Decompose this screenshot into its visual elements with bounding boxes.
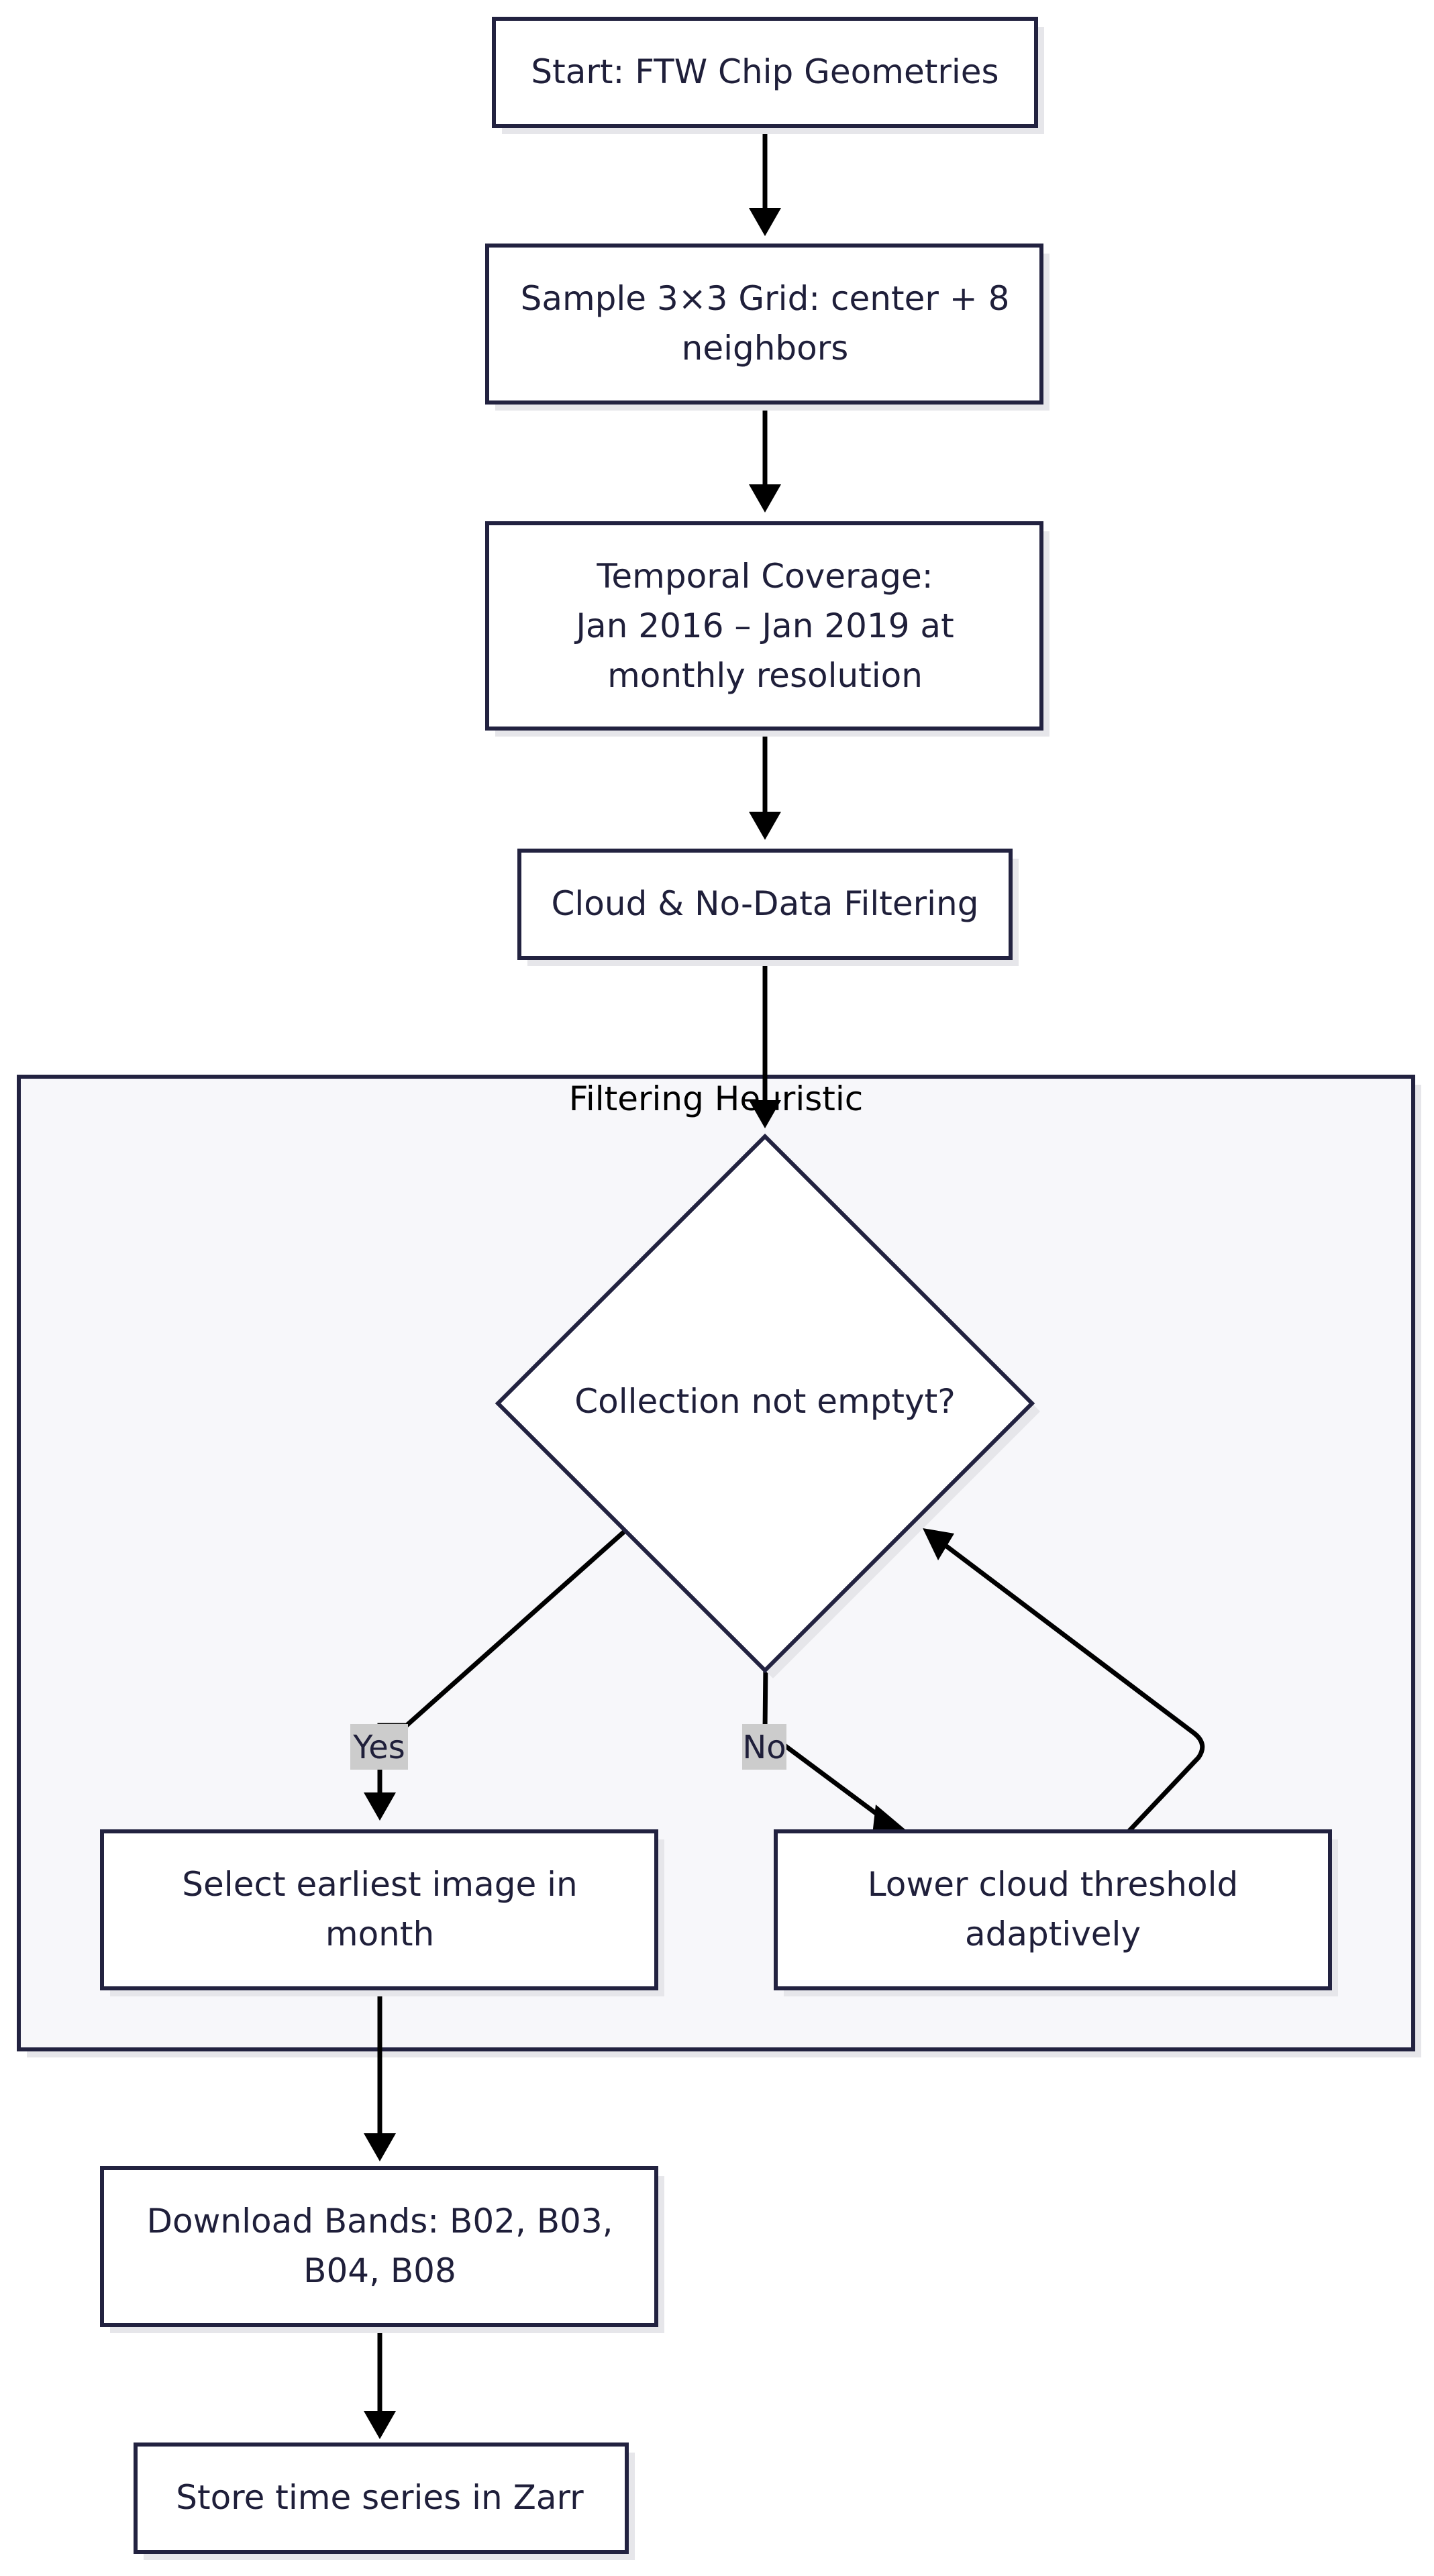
edges bbox=[364, 125, 1205, 2439]
node-lower[interactable]: Lower cloud threshold adaptively bbox=[774, 1829, 1338, 1996]
node-decision[interactable]: Collection not emptyt? bbox=[495, 1133, 1040, 1678]
node-lower-line2: adaptively bbox=[965, 1915, 1141, 1953]
cluster-title: Filtering Heuristic bbox=[569, 1079, 864, 1118]
edge-lower-decision bbox=[940, 1541, 1205, 1833]
node-temporal-line1: Temporal Coverage: bbox=[596, 557, 933, 596]
edge-label-yes: Yes bbox=[350, 1724, 408, 1770]
node-download[interactable]: Download Bands: B02, B03, B04, B08 bbox=[100, 2166, 664, 2333]
node-lower-line1: Lower cloud threshold bbox=[868, 1865, 1238, 1904]
node-start-label: Start: FTW Chip Geometries bbox=[531, 52, 998, 91]
arrowhead bbox=[872, 1805, 906, 1835]
arrowhead bbox=[749, 812, 781, 840]
node-download-line2: B04, B08 bbox=[303, 2251, 456, 2290]
arrowhead bbox=[364, 2133, 396, 2161]
arrowhead bbox=[749, 1100, 781, 1128]
node-store-label: Store time series in Zarr bbox=[176, 2478, 584, 2517]
node-download-line1: Download Bands: B02, B03, bbox=[146, 2202, 613, 2241]
arrowhead bbox=[364, 1792, 396, 1821]
node-temporal-line2: Jan 2016 – Jan 2019 at bbox=[574, 606, 954, 645]
edge-label-no-text: No bbox=[742, 1729, 786, 1766]
edge-label-no: No bbox=[742, 1724, 786, 1770]
node-sample-line1: Sample 3×3 Grid: center + 8 bbox=[521, 279, 1010, 318]
arrowhead bbox=[923, 1528, 954, 1560]
node-select-line2: month bbox=[325, 1915, 434, 1953]
node-select[interactable]: Select earliest image in month bbox=[100, 1829, 664, 1996]
node-sample-line2: neighbors bbox=[682, 329, 849, 368]
node-decision-label: Collection not emptyt? bbox=[574, 1382, 956, 1421]
node-temporal-line3: monthly resolution bbox=[607, 656, 923, 695]
arrowhead bbox=[749, 208, 781, 236]
node-temporal[interactable]: Temporal Coverage: Jan 2016 – Jan 2019 a… bbox=[485, 521, 1049, 737]
node-store[interactable]: Store time series in Zarr bbox=[134, 2443, 635, 2560]
node-start[interactable]: Start: FTW Chip Geometries bbox=[492, 17, 1044, 134]
node-filter-label: Cloud & No-Data Filtering bbox=[552, 884, 979, 923]
arrowhead bbox=[749, 484, 781, 513]
node-select-line1: Select earliest image in bbox=[182, 1865, 577, 1904]
node-sample[interactable]: Sample 3×3 Grid: center + 8 neighbors bbox=[485, 244, 1049, 411]
node-filter[interactable]: Cloud & No-Data Filtering bbox=[517, 849, 1019, 966]
arrowhead bbox=[364, 2411, 396, 2439]
edge-label-yes-text: Yes bbox=[352, 1729, 405, 1766]
